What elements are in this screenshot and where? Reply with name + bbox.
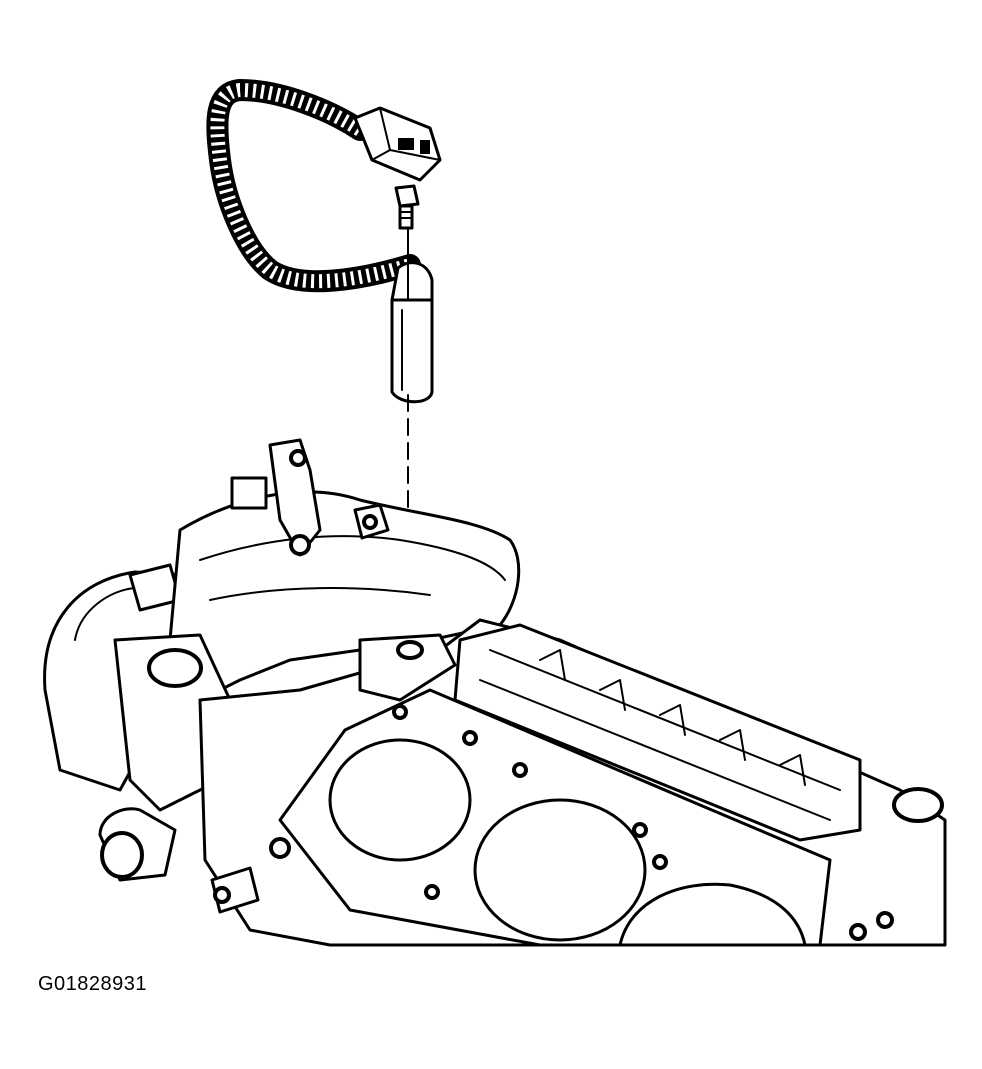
engine-sensor-illustration xyxy=(43,79,947,947)
electrical-connector xyxy=(353,106,442,182)
sensor xyxy=(390,261,434,404)
wiring-harness xyxy=(206,79,421,293)
figure-id-label: G01828931 xyxy=(38,973,148,995)
mounting-bolt xyxy=(394,184,420,230)
engine-block xyxy=(43,438,947,947)
